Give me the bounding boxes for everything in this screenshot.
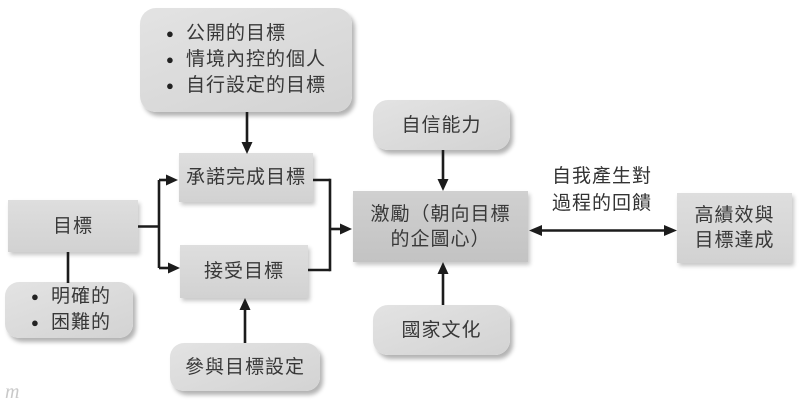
node-label: 接受目標: [203, 261, 284, 282]
goal-attribute-label: 困難的: [51, 312, 112, 333]
antecedent-label: 公開的目標: [186, 23, 287, 44]
node-outcome: 高績效與 目標達成: [677, 193, 792, 263]
node-label: 目標: [52, 215, 93, 237]
list-item: 困難的: [31, 310, 111, 336]
watermark-text: m: [5, 381, 20, 403]
node-self-efficacy: 自信能力: [373, 100, 510, 150]
arrowhead-right-accept: [168, 262, 180, 274]
arrowhead-up-motivation: [437, 262, 449, 274]
list-item: 明確的: [31, 284, 111, 310]
node-label: 參與目標設定: [184, 356, 305, 378]
motivation-label-line1: 激勵（朝向目標: [370, 203, 511, 225]
antecedent-label: 自行設定的目標: [186, 75, 327, 96]
node-goal-attributes: 明確的 困難的: [5, 282, 133, 338]
outcome-label-line2: 目標達成: [694, 230, 775, 251]
arrowhead-down-motivation: [437, 179, 449, 191]
feedback-annotation: 自我產生對 過程的回饋: [538, 163, 666, 217]
node-national-culture: 國家文化: [373, 305, 510, 355]
node-label: 國家文化: [401, 319, 482, 341]
list-item: 情境內控的個人: [166, 47, 326, 73]
antecedents-list: 公開的目標 情境內控的個人 自行設定的目標: [140, 21, 326, 99]
list-item: 公開的目標: [166, 21, 326, 47]
antecedent-label: 情境內控的個人: [186, 49, 327, 70]
node-label: 激勵（朝向目標 的企圖心）: [370, 202, 510, 252]
node-label: 承諾完成目標: [185, 167, 306, 188]
node-participation: 參與目標設定: [170, 343, 320, 391]
node-goal: 目標: [8, 200, 138, 252]
node-commit-goal: 承諾完成目標: [179, 153, 313, 202]
goal-attributes-list: 明確的 困難的: [5, 284, 111, 336]
arrowhead-up-accept: [239, 298, 251, 310]
motivation-label-line2: 的企圖心）: [390, 228, 491, 250]
arrowhead-right-motivation: [340, 223, 352, 235]
node-motivation: 激勵（朝向目標 的企圖心）: [353, 191, 528, 262]
feedback-label-line1: 自我產生對: [551, 166, 652, 187]
goal-attribute-label: 明確的: [51, 286, 112, 307]
node-label: 自信能力: [401, 114, 482, 136]
outcome-label-line1: 高績效與: [694, 205, 775, 226]
feedback-label-line2: 過程的回饋: [551, 193, 652, 214]
node-accept-goal: 接受目標: [180, 245, 308, 298]
node-label: 高績效與 目標達成: [694, 203, 774, 253]
node-antecedents: 公開的目標 情境內控的個人 自行設定的目標: [140, 8, 352, 112]
list-item: 自行設定的目標: [166, 73, 326, 99]
arrowhead-right-feedback: [664, 225, 677, 236]
arrowhead-left-feedback: [529, 225, 542, 236]
arrowhead-right-commit: [166, 174, 178, 186]
